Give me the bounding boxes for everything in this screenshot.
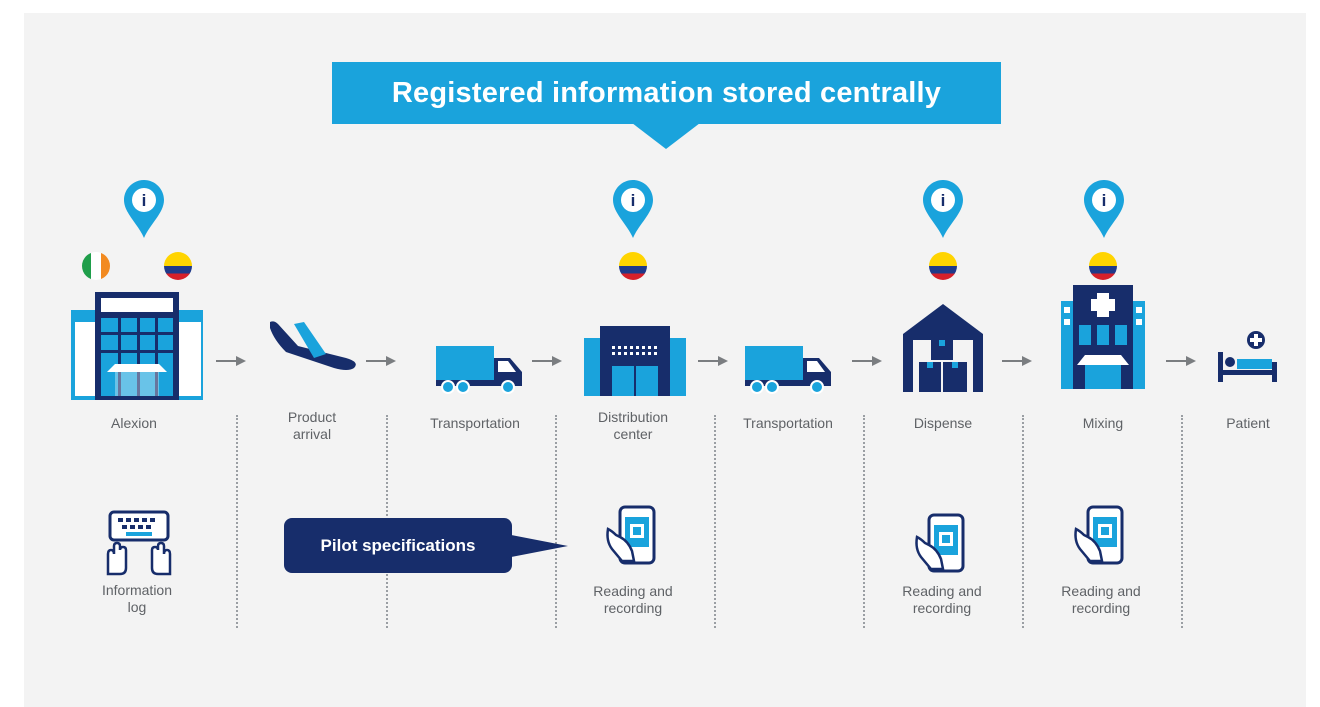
ireland-flag-icon <box>82 252 110 280</box>
flow-arrow-icon <box>366 356 396 366</box>
stage-label-transportation: Transportation <box>430 415 520 431</box>
delivery-truck-icon <box>436 346 522 394</box>
phone-scan-icon <box>606 505 656 565</box>
stage-divider <box>1181 415 1183 628</box>
distribution-center-icon <box>584 326 686 396</box>
colombia-flag-icon <box>619 252 647 280</box>
phone-scan-icon <box>1074 505 1124 565</box>
info-pin-icon: i <box>613 180 653 238</box>
flow-arrow-icon <box>698 356 728 366</box>
flow-arrow-icon <box>1002 356 1032 366</box>
svg-text:i: i <box>631 191 636 210</box>
stage-divider <box>555 415 557 628</box>
central-storage-banner: Registered information stored centrally <box>332 62 1001 124</box>
info-pin-icon: i <box>124 180 164 238</box>
stage-label-transportation-2: Transportation <box>743 415 833 431</box>
airplane-icon <box>270 321 356 370</box>
svg-text:i: i <box>941 191 946 210</box>
stage-divider <box>236 415 238 628</box>
stage-divider <box>714 415 716 628</box>
colombia-flag-icon <box>929 252 957 280</box>
banner-pointer <box>632 123 700 149</box>
warehouse-icon <box>903 304 983 392</box>
info-pin-icon: i <box>923 180 963 238</box>
stage-label-alexion: Alexion <box>111 415 157 431</box>
stage-divider <box>863 415 865 628</box>
phone-scan-icon <box>915 513 965 573</box>
colombia-flag-icon <box>1089 252 1117 280</box>
flow-arrow-icon <box>532 356 562 366</box>
keyboard-hands-icon <box>106 510 172 576</box>
pilot-specifications-callout: Pilot specifications <box>284 518 512 573</box>
stage-label-dispense: Dispense <box>913 415 973 431</box>
patient-bed-icon <box>1218 331 1277 382</box>
stage-label-mixing: Mixing <box>1082 415 1124 431</box>
stage-divider <box>1022 415 1024 628</box>
flow-arrow-icon <box>852 356 882 366</box>
svg-text:i: i <box>1102 191 1107 210</box>
colombia-flag-icon <box>164 252 192 280</box>
hospital-icon <box>1061 285 1145 389</box>
factory-building-icon <box>71 292 203 400</box>
delivery-truck-icon <box>745 346 831 394</box>
callout-pointer <box>506 534 568 558</box>
stage-label-patient: Patient <box>1226 415 1270 431</box>
flow-arrow-icon <box>216 356 246 366</box>
svg-text:i: i <box>142 191 147 210</box>
info-pin-icon: i <box>1084 180 1124 238</box>
flow-arrow-icon <box>1166 356 1196 366</box>
